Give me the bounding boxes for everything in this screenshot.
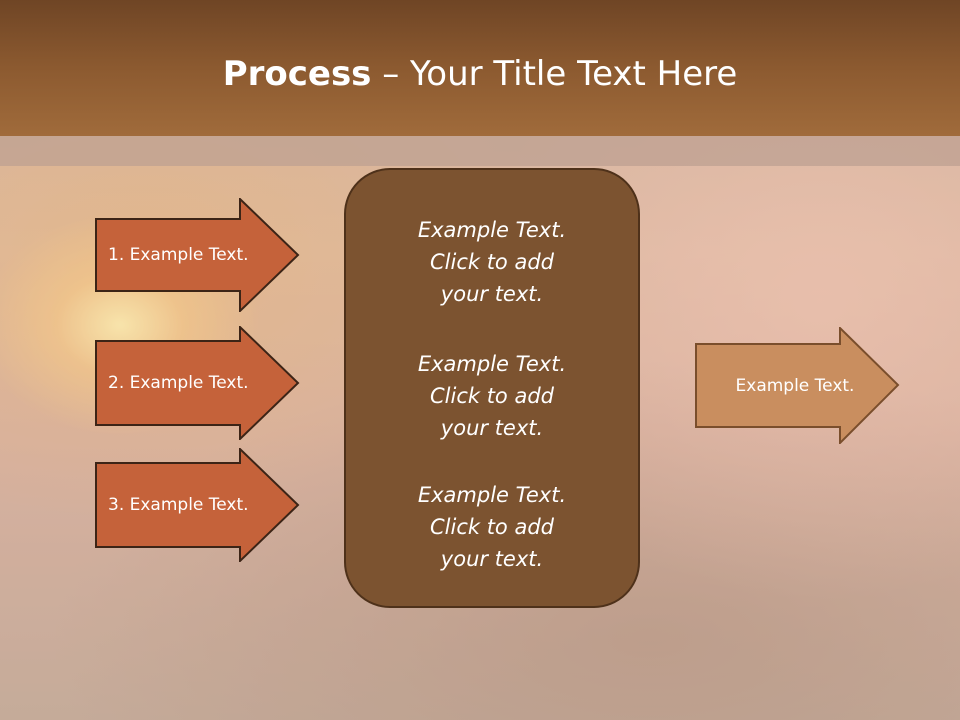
process-step-arrow-1[interactable]: 1. Example Text. (95, 198, 300, 312)
center-text-box[interactable]: Example Text. Click to add your text. Ex… (344, 168, 640, 608)
process-step-arrow-3[interactable]: 3. Example Text. (95, 448, 300, 562)
arrow-shape-icon (95, 198, 300, 312)
center-text-line: Click to add (429, 250, 554, 274)
arrow-shape-icon (95, 448, 300, 562)
center-text-line: Example Text. (417, 218, 567, 242)
center-text-line: Example Text. (417, 483, 567, 507)
result-label: Example Text. (735, 375, 855, 396)
center-text-block-2: Example Text. Click to add your text. (346, 348, 638, 444)
arrow-shape-icon (95, 326, 300, 440)
arrow-shape-icon (695, 327, 900, 444)
center-text-line: Click to add (429, 384, 554, 408)
center-text-block-3: Example Text. Click to add your text. (346, 479, 638, 575)
center-text-line: Click to add (429, 515, 554, 539)
center-text-line: your text. (440, 416, 544, 440)
title-bold: Process (222, 54, 372, 94)
center-text-line: Example Text. (417, 352, 567, 376)
process-step-label: 2. Example Text. (108, 373, 249, 393)
process-step-label: 3. Example Text. (108, 495, 249, 515)
slide-title[interactable]: Process – Your Title Text Here (0, 52, 960, 96)
title-bar-strip (0, 136, 960, 166)
center-text-line: your text. (440, 282, 544, 306)
process-step-label: 1. Example Text. (108, 245, 249, 265)
center-text-block-1: Example Text. Click to add your text. (346, 214, 638, 310)
title-rest: – Your Title Text Here (371, 54, 738, 94)
result-arrow[interactable]: Example Text. (695, 327, 900, 444)
process-step-arrow-2[interactable]: 2. Example Text. (95, 326, 300, 440)
title-bar (0, 0, 960, 136)
center-text-line: your text. (440, 547, 544, 571)
